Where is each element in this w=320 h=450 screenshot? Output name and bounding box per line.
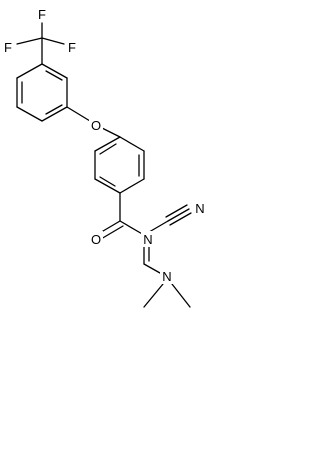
bond-nitrile-triple-2	[165, 204, 188, 218]
ketone-oxygen-label: O	[91, 232, 101, 247]
bond-pyridine-3	[119, 178, 145, 194]
bond-carbonyl-alpha	[119, 220, 145, 236]
bond-vinyl-n	[143, 263, 161, 274]
bond-benzene-double-2	[45, 104, 63, 115]
molecule-structure: F F F O N O N N	[2, 6, 207, 308]
bond-pyridine-1	[119, 136, 145, 152]
atom-labels: F F F O N O N N	[2, 6, 207, 284]
pyridine-nitrogen-label: N	[143, 232, 152, 247]
atom-ketone-oxygen: O	[89, 231, 103, 247]
bond-c-f-left	[16, 37, 43, 45]
trifluoromethyl-group	[16, 22, 65, 65]
fluorine-right-label: F	[68, 40, 76, 55]
bond-pyridine-double-2	[99, 176, 116, 187]
atom-pyridine-nitrogen: N	[141, 231, 155, 247]
nitrile-group	[143, 204, 192, 236]
atom-f-right: F	[66, 39, 78, 55]
amine-nitrogen-label: N	[162, 269, 171, 284]
bond-carbonyl-double-2	[100, 225, 124, 240]
atom-ether-oxygen: O	[89, 117, 103, 133]
atom-f-top: F	[36, 6, 48, 22]
bond-nitrile-triple-1	[167, 208, 190, 222]
bond-benzene-o	[66, 106, 91, 122]
benzene-ring	[16, 63, 68, 122]
fluorine-top-label: F	[38, 7, 46, 22]
bond-pyridine-6	[94, 136, 121, 152]
bond-n-methyl-right	[171, 283, 191, 308]
atom-amine-nitrogen: N	[160, 268, 174, 284]
bond-n-methyl-left	[143, 283, 164, 308]
bond-c-f-right	[41, 37, 65, 45]
bond-benzene-3	[41, 106, 68, 122]
ketone-group	[97, 192, 145, 240]
bond-benzene-double-1	[45, 70, 63, 81]
pyridine-ring	[94, 136, 145, 194]
fluorine-left-label: F	[4, 40, 12, 55]
ether-oxygen-label: O	[91, 118, 101, 133]
ether-linkage	[66, 106, 121, 138]
bond-nitrile-triple-3	[169, 212, 192, 226]
atom-nitrile-nitrogen: N	[193, 200, 207, 216]
bond-pyridine-double-3	[99, 143, 117, 155]
atom-f-left: F	[2, 39, 14, 55]
bond-o-pyridine	[101, 127, 121, 138]
bond-pyridine-4	[94, 178, 121, 194]
nitrile-nitrogen-label: N	[195, 201, 204, 216]
bond-benzene-1	[41, 63, 68, 79]
bond-benzene-4	[16, 106, 43, 122]
bond-benzene-6	[16, 63, 43, 79]
